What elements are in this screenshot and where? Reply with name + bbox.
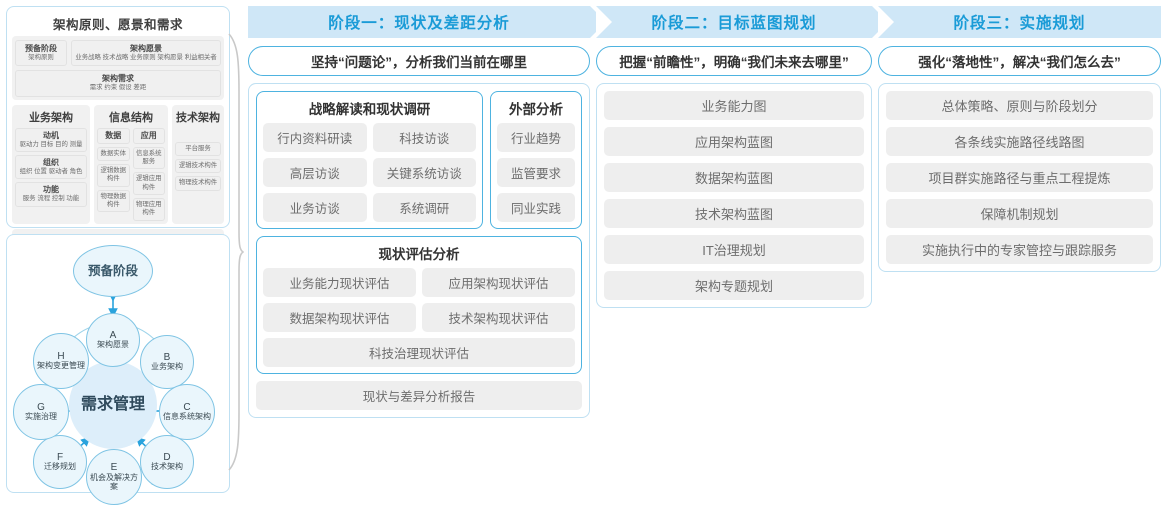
phase-3-column: 阶段三：实施规划 强化“落地性”，解决“我们怎么去” 总体策略、原则与阶段划分 … [878, 6, 1161, 272]
gap-analysis-report-tile[interactable]: 现状与差异分析报告 [256, 381, 582, 410]
preliminary-phase-chip: 预备阶段 架构原则 [15, 40, 67, 67]
data-subcolumn: 数据 数据实体 逻辑数据构件 物理数据构件 [97, 127, 130, 221]
adm-node-d: D 技术架构 [140, 435, 194, 489]
architecture-principles-group: 预备阶段 架构原则 架构愿景 业务战略 技术战略 业务原则 架构愿景 利益相关者… [12, 36, 224, 100]
information-structure-column: 信息结构 数据 数据实体 逻辑数据构件 物理数据构件 应用 信息系统服务 逻辑应… [94, 104, 168, 224]
current-state-assessment-card: 现状评估分析 业务能力现状评估 应用架构现状评估 数据架构现状评估 技术架构现状… [256, 236, 582, 374]
list-item[interactable]: 项目群实施路径与重点工程提炼 [886, 163, 1153, 192]
list-item[interactable]: 业务能力图 [604, 91, 864, 120]
phase-1-body: 战略解读和现状调研 行内资料研读 科技访谈 高层访谈 关键系统访谈 业务访谈 系… [248, 83, 590, 418]
list-item[interactable]: 应用架构蓝图 [604, 127, 864, 156]
phase-1-banner: 阶段一：现状及差距分析 [248, 6, 606, 38]
table-row: 数据架构现状评估 技术架构现状评估 [263, 303, 575, 332]
list-item[interactable]: IT治理规划 [604, 235, 864, 264]
function-chip: 功能 服务 流程 控制 功能 [15, 182, 87, 207]
list-item[interactable]: 同业实践 [497, 193, 575, 222]
phase-2-subtitle: 把握“前瞻性”，明确“我们未来去哪里” [596, 46, 872, 76]
adm-node-preliminary: 预备阶段 [73, 245, 153, 297]
table-row: 业务访谈 系统调研 [263, 193, 476, 222]
list-item[interactable]: 科技治理现状评估 [263, 338, 575, 367]
list-item[interactable]: 总体策略、原则与阶段划分 [886, 91, 1153, 120]
phase-3-body: 总体策略、原则与阶段划分 各条线实施路径线路图 项目群实施路径与重点工程提炼 保… [878, 83, 1161, 272]
list-item[interactable]: 架构专题规划 [604, 271, 864, 300]
strategy-research-card: 战略解读和现状调研 行内资料研读 科技访谈 高层访谈 关键系统访谈 业务访谈 系… [256, 91, 483, 229]
list-item[interactable]: 业务能力现状评估 [263, 268, 416, 297]
list-item[interactable]: 保障机制规划 [886, 199, 1153, 228]
list-item[interactable]: 各条线实施路径线路图 [886, 127, 1153, 156]
togaf-adm-cycle-panel: 预备阶段 需求管理 A 架构愿景 B 业务架构 C 信息系统架构 D 技术架构 [6, 234, 230, 505]
motivation-chip: 动机 驱动力 目标 目的 测量 [15, 127, 87, 152]
list-item[interactable]: 技术架构蓝图 [604, 199, 864, 228]
table-row: 行内资料研读 科技访谈 [263, 123, 476, 152]
list-item[interactable]: 高层访谈 [263, 158, 367, 187]
organization-chip: 组织 组织 位置 驱动者 角色 [15, 154, 87, 180]
phase-1-subtitle: 坚持“问题论”，分析我们当前在哪里 [248, 46, 590, 76]
table-row: 业务能力现状评估 应用架构现状评估 [263, 268, 575, 297]
list-item[interactable]: 业务访谈 [263, 193, 367, 222]
list-item[interactable]: 行内资料研读 [263, 123, 367, 152]
adm-node-requirements-management: 需求管理 [69, 361, 157, 449]
adm-node-c: C 信息系统架构 [159, 384, 215, 440]
external-analysis-card: 外部分析 行业趋势 监管要求 同业实践 [490, 91, 582, 229]
togaf-reference-column: 架构原则、愿景和需求 预备阶段 架构原则 架构愿景 业务战略 技术战略 业务原则… [6, 6, 230, 505]
togaf-content-framework-panel: 架构原则、愿景和需求 预备阶段 架构原则 架构愿景 业务战略 技术战略 业务原则… [6, 6, 230, 274]
architecture-requirements-chip: 架构需求 需求 约束 假设 差距 [15, 70, 221, 97]
list-item[interactable]: 科技访谈 [372, 123, 476, 152]
adm-node-h: H 架构变更管理 [33, 333, 89, 389]
list-item[interactable]: 数据架构现状评估 [263, 303, 416, 332]
phase-3-banner: 阶段三：实施规划 [878, 6, 1161, 38]
business-architecture-column: 业务架构 动机 驱动力 目标 目的 测量 组织 组织 位置 驱动者 角色 功能 … [12, 104, 90, 224]
list-item[interactable]: 系统调研 [372, 193, 476, 222]
phase-3-subtitle: 强化“落地性”，解决“我们怎么去” [878, 46, 1161, 76]
list-item[interactable]: 技术架构现状评估 [422, 303, 575, 332]
list-item[interactable]: 实施执行中的专家管控与跟踪服务 [886, 235, 1153, 264]
list-item[interactable]: 监管要求 [497, 158, 575, 187]
phase-2-column: 阶段二：目标蓝图规划 把握“前瞻性”，明确“我们未来去哪里” 业务能力图 应用架… [596, 6, 888, 308]
adm-node-a: A 架构愿景 [86, 313, 140, 367]
application-subcolumn: 应用 信息系统服务 逻辑应用构件 物理应用构件 [132, 127, 165, 221]
architecture-vision-chip: 架构愿景 业务战略 技术战略 业务原则 架构愿景 利益相关者 [71, 40, 221, 67]
list-item[interactable]: 应用架构现状评估 [422, 268, 575, 297]
adm-node-e: E 机会及解决方案 [86, 449, 142, 505]
adm-node-f: F 迁移规划 [33, 435, 87, 489]
togaf-framework-title: 架构原则、愿景和需求 [52, 18, 183, 32]
technology-architecture-column: 技术架构 平台服务 逻辑技术构件 物理技术构件 [172, 104, 224, 224]
adm-node-b: B 业务架构 [140, 335, 194, 389]
brace-connector [228, 33, 244, 471]
phase-2-body: 业务能力图 应用架构蓝图 数据架构蓝图 技术架构蓝图 IT治理规划 架构专题规划 [596, 83, 872, 308]
list-item[interactable]: 行业趋势 [497, 123, 575, 152]
list-item[interactable]: 关键系统访谈 [372, 158, 476, 187]
table-row: 高层访谈 关键系统访谈 [263, 158, 476, 187]
phase-1-column: 阶段一：现状及差距分析 坚持“问题论”，分析我们当前在哪里 战略解读和现状调研 … [248, 6, 606, 418]
adm-node-g: G 实施治理 [13, 384, 69, 440]
phase-2-banner: 阶段二：目标蓝图规划 [596, 6, 888, 38]
list-item[interactable]: 数据架构蓝图 [604, 163, 864, 192]
